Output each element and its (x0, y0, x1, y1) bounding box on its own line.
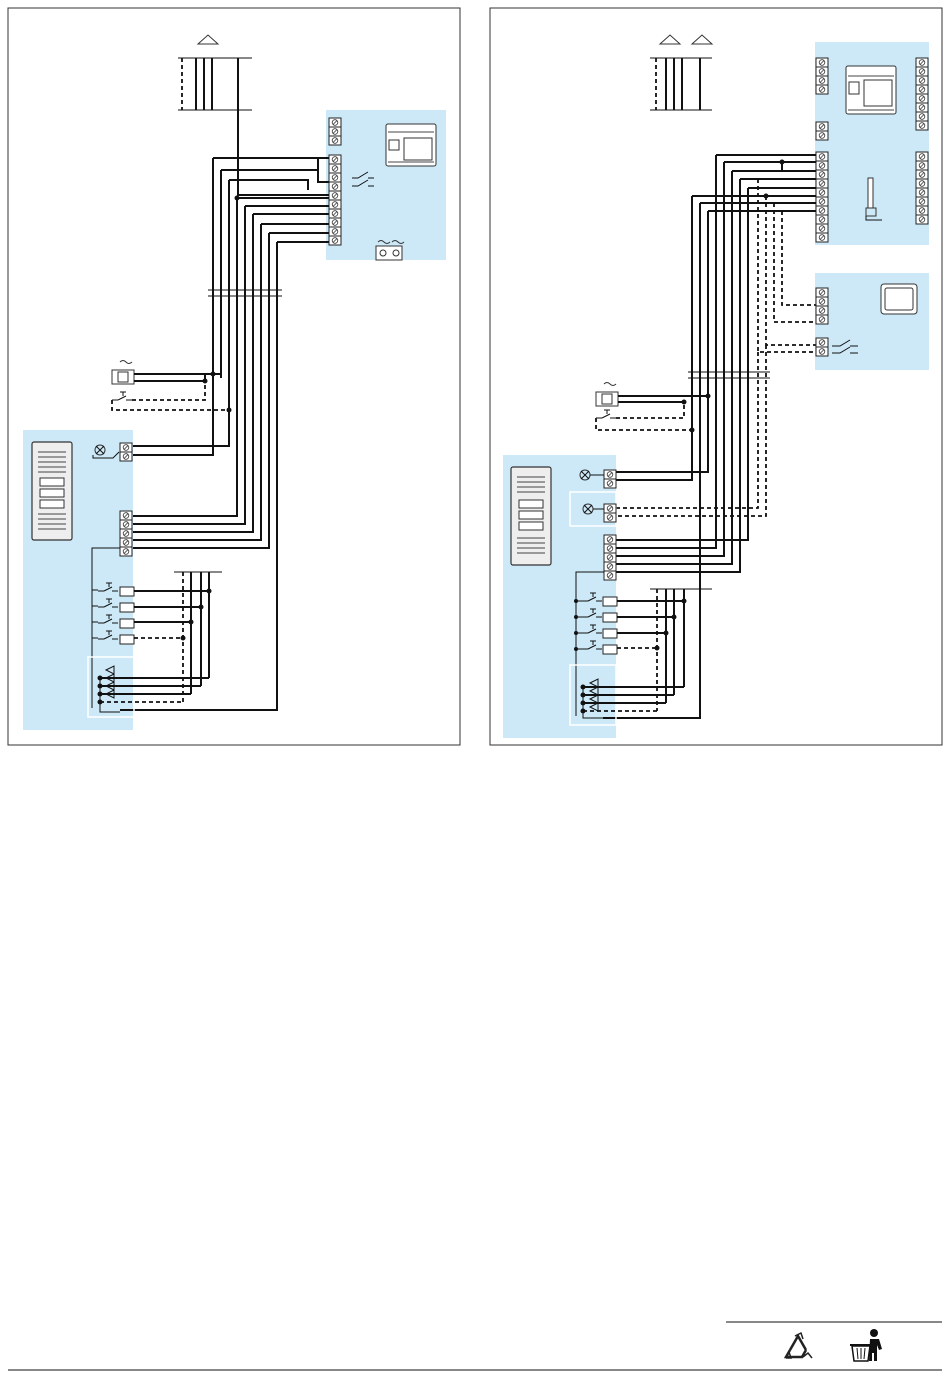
waste-bin-icon (850, 1329, 882, 1361)
entrance-panel (511, 467, 551, 565)
second-riser-bus (650, 589, 712, 711)
exit-button (596, 404, 695, 433)
entrance-panel (32, 442, 72, 540)
recycle-icon (786, 1333, 812, 1358)
electric-lock (596, 383, 711, 407)
electric-lock (112, 361, 221, 385)
power-supply-unit (386, 124, 436, 166)
power-supply-unit (846, 66, 896, 114)
wiring-diagram-right (490, 8, 942, 745)
page-footer (8, 1322, 942, 1370)
riser-bus (650, 35, 712, 110)
wiring-diagram-left (8, 8, 460, 745)
riser-bus (178, 35, 252, 110)
